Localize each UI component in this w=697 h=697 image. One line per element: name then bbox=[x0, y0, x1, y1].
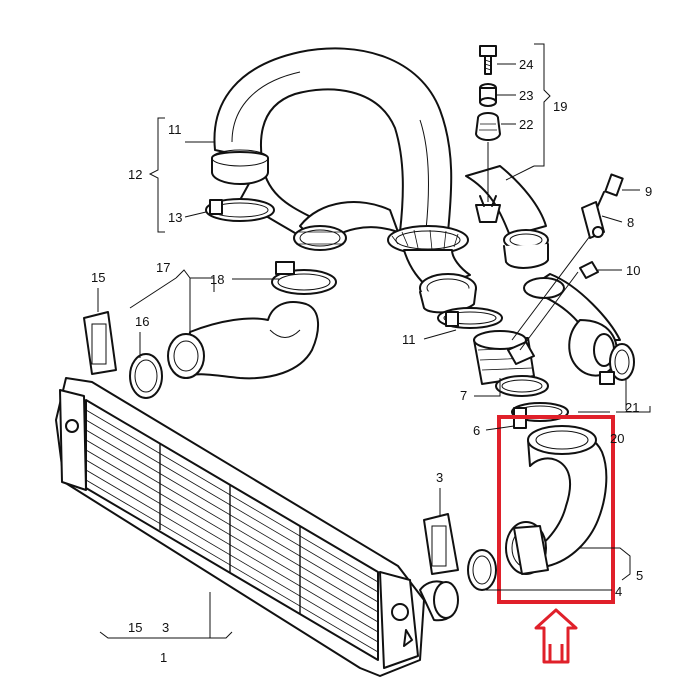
mount-bracket bbox=[475, 195, 501, 223]
o-ring-4-left bbox=[467, 549, 497, 591]
label-11-top: 11 bbox=[168, 122, 182, 137]
label-19: 19 bbox=[553, 99, 567, 114]
bolt-9 bbox=[595, 173, 624, 211]
label-18: 18 bbox=[210, 272, 224, 287]
label-5: 5 bbox=[636, 568, 643, 583]
label-15-bottom: 15 bbox=[128, 620, 142, 635]
callout-labels: 24 23 22 19 9 8 10 11 12 13 17 18 15 16 … bbox=[91, 57, 652, 665]
double-arrow-up-icon bbox=[534, 608, 578, 664]
rubber-mount-22 bbox=[475, 112, 501, 141]
hose-clamp-11-lower bbox=[437, 307, 503, 329]
charge-air-hose-17 bbox=[167, 301, 319, 380]
label-3-right: 3 bbox=[436, 470, 443, 485]
bushing-23 bbox=[479, 83, 497, 107]
upper-charge-pipe bbox=[213, 47, 453, 233]
vertical-hose-to-valve bbox=[403, 249, 477, 314]
label-24: 24 bbox=[519, 57, 533, 72]
leader-lines bbox=[97, 43, 651, 639]
label-3-bottom: 3 bbox=[162, 620, 169, 635]
label-9: 9 bbox=[645, 184, 652, 199]
hose-sleeve-11-top bbox=[211, 149, 269, 185]
spring-clip-15 bbox=[83, 311, 117, 375]
label-10: 10 bbox=[626, 263, 640, 278]
label-4: 4 bbox=[615, 584, 622, 599]
hose-clamp-18 bbox=[271, 261, 337, 295]
label-22: 22 bbox=[519, 117, 533, 132]
label-20: 20 bbox=[610, 431, 624, 446]
highlight-box bbox=[497, 415, 615, 604]
label-8: 8 bbox=[627, 215, 634, 230]
label-23: 23 bbox=[519, 88, 533, 103]
bolt-24 bbox=[479, 45, 497, 75]
intercooler-outlet-stub bbox=[419, 580, 459, 622]
charge-pressure-sensor-housing bbox=[473, 330, 549, 397]
label-6: 6 bbox=[473, 423, 480, 438]
label-11-lower: 11 bbox=[402, 332, 416, 347]
label-17: 17 bbox=[156, 260, 170, 275]
middle-hose-section bbox=[293, 201, 399, 251]
charge-air-hose-5 bbox=[505, 425, 608, 575]
o-ring-16 bbox=[129, 353, 163, 399]
spring-clip-3 bbox=[423, 513, 459, 575]
label-7: 7 bbox=[460, 388, 467, 403]
sensor-8 bbox=[581, 201, 605, 239]
label-21: 21 bbox=[625, 400, 639, 415]
label-16: 16 bbox=[135, 314, 149, 329]
intercooler-1 bbox=[55, 377, 425, 677]
label-13: 13 bbox=[168, 210, 182, 225]
label-1: 1 bbox=[160, 650, 167, 665]
label-12: 12 bbox=[128, 167, 142, 182]
hose-clamp-21 bbox=[599, 343, 635, 385]
screw-10 bbox=[579, 261, 599, 279]
hose-clamp-13 bbox=[205, 198, 275, 222]
label-15-left: 15 bbox=[91, 270, 105, 285]
